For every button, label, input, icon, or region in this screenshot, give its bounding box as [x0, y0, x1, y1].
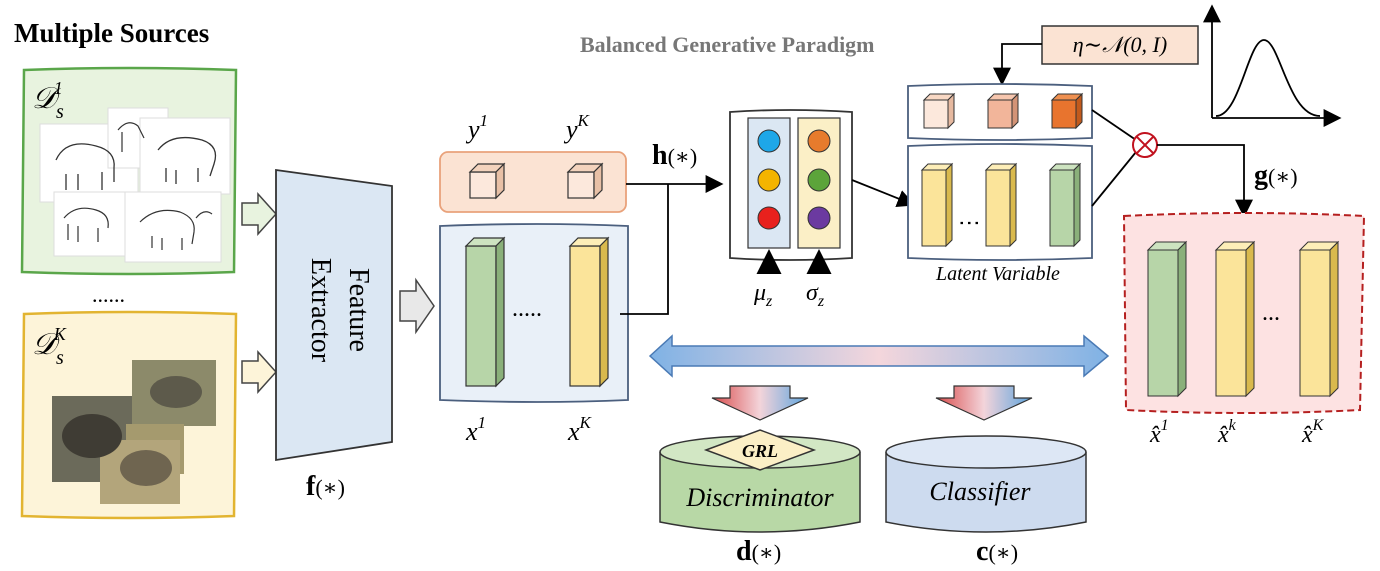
- x1-bar: [464, 236, 506, 388]
- title: Multiple Sources: [14, 18, 209, 48]
- y1-label: y1: [465, 111, 488, 144]
- photo-images: [52, 360, 216, 504]
- h-function: h(∗): [652, 140, 697, 171]
- input-arrow-K: [241, 350, 278, 394]
- x1-label: x1: [465, 413, 486, 446]
- source-K-label: 𝒟sK: [32, 324, 67, 369]
- label-panel: [439, 151, 627, 213]
- latent-label: Latent Variable: [935, 263, 1060, 285]
- g-arrow: [1157, 144, 1253, 218]
- noise-box: η∼𝒩(0, I): [1041, 25, 1199, 65]
- y1-cube: [468, 162, 506, 200]
- f-function: f(∗): [306, 471, 345, 502]
- double-arrow: [648, 334, 1110, 378]
- d-function: d(∗): [736, 536, 781, 567]
- yK-cube: [566, 162, 604, 200]
- noise-to-mult: [1091, 109, 1137, 141]
- discriminator-label: Discriminator: [685, 483, 834, 512]
- paradigm-title: Balanced Generative Paradigm: [580, 32, 875, 57]
- xK-bar: [568, 236, 610, 388]
- sketch-images: [39, 107, 231, 263]
- sources-ellipsis: ......: [92, 282, 125, 307]
- extractor-output-arrow: [399, 277, 435, 335]
- encoder-panel: [729, 109, 853, 261]
- grl-label: GRL: [742, 441, 778, 461]
- classifier-cylinder: Classifier: [885, 435, 1087, 533]
- recon-ellipsis: ...: [1262, 300, 1280, 326]
- xK-label: xK: [567, 413, 593, 446]
- grl-diamond: GRL: [703, 429, 817, 471]
- latent-panel: ⋮: [907, 143, 1093, 261]
- noise-label: η∼𝒩(0, I): [1073, 32, 1167, 57]
- c-function: c(∗): [976, 536, 1018, 567]
- to-classifier-arrow: [935, 385, 1033, 421]
- recon-label-1: x̂1: [1149, 417, 1169, 448]
- classifier-label: Classifier: [929, 477, 1031, 506]
- multiply-node: [1132, 132, 1158, 158]
- g-function: g(∗): [1254, 160, 1298, 191]
- extractor-label-1: Feature: [343, 268, 374, 352]
- input-arrow-1: [241, 192, 278, 236]
- reconstruction-panel: ...: [1122, 212, 1366, 414]
- feature-extractor: Feature Extractor: [275, 168, 393, 462]
- recon-label-k: x̂k: [1217, 417, 1237, 448]
- source-panel-K: 𝒟sK: [20, 310, 238, 520]
- mu-label: μz: [753, 280, 773, 310]
- discriminator-cylinder: Discriminator: [659, 435, 861, 533]
- noise-panel: [907, 83, 1093, 141]
- source-panel-1: 𝒟s1: [20, 66, 238, 276]
- recon-label-K: x̂K: [1301, 417, 1325, 448]
- latent-to-mult: [1091, 151, 1137, 207]
- feature-ellipsis: .....: [512, 296, 542, 322]
- to-discriminator-arrow: [711, 385, 809, 421]
- feature-panel: .....: [439, 223, 629, 403]
- gaussian-plot: [1203, 4, 1342, 127]
- yK-label: yK: [563, 111, 591, 144]
- extractor-label-2: Extractor: [305, 258, 336, 363]
- h-connector: [620, 175, 724, 315]
- latent-ellipsis: ⋮: [958, 212, 983, 234]
- noise-arrow: [993, 43, 1042, 86]
- encoder-to-latent-arrow: [851, 179, 916, 208]
- sigma-label: σz: [806, 280, 825, 310]
